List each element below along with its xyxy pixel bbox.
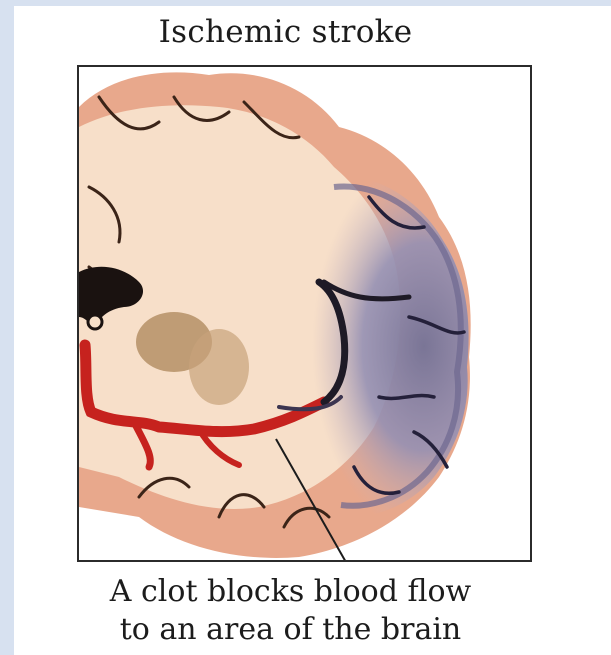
diagram-title: Ischemic stroke — [0, 14, 611, 50]
caption-line-2: to an area of the brain — [0, 612, 611, 647]
brain-illustration-frame — [77, 65, 532, 562]
slide-edge-left — [0, 0, 14, 655]
brain-cross-section — [79, 67, 532, 562]
slide-edge-top — [0, 0, 611, 6]
caption-line-1: A clot blocks blood flow — [0, 574, 611, 609]
